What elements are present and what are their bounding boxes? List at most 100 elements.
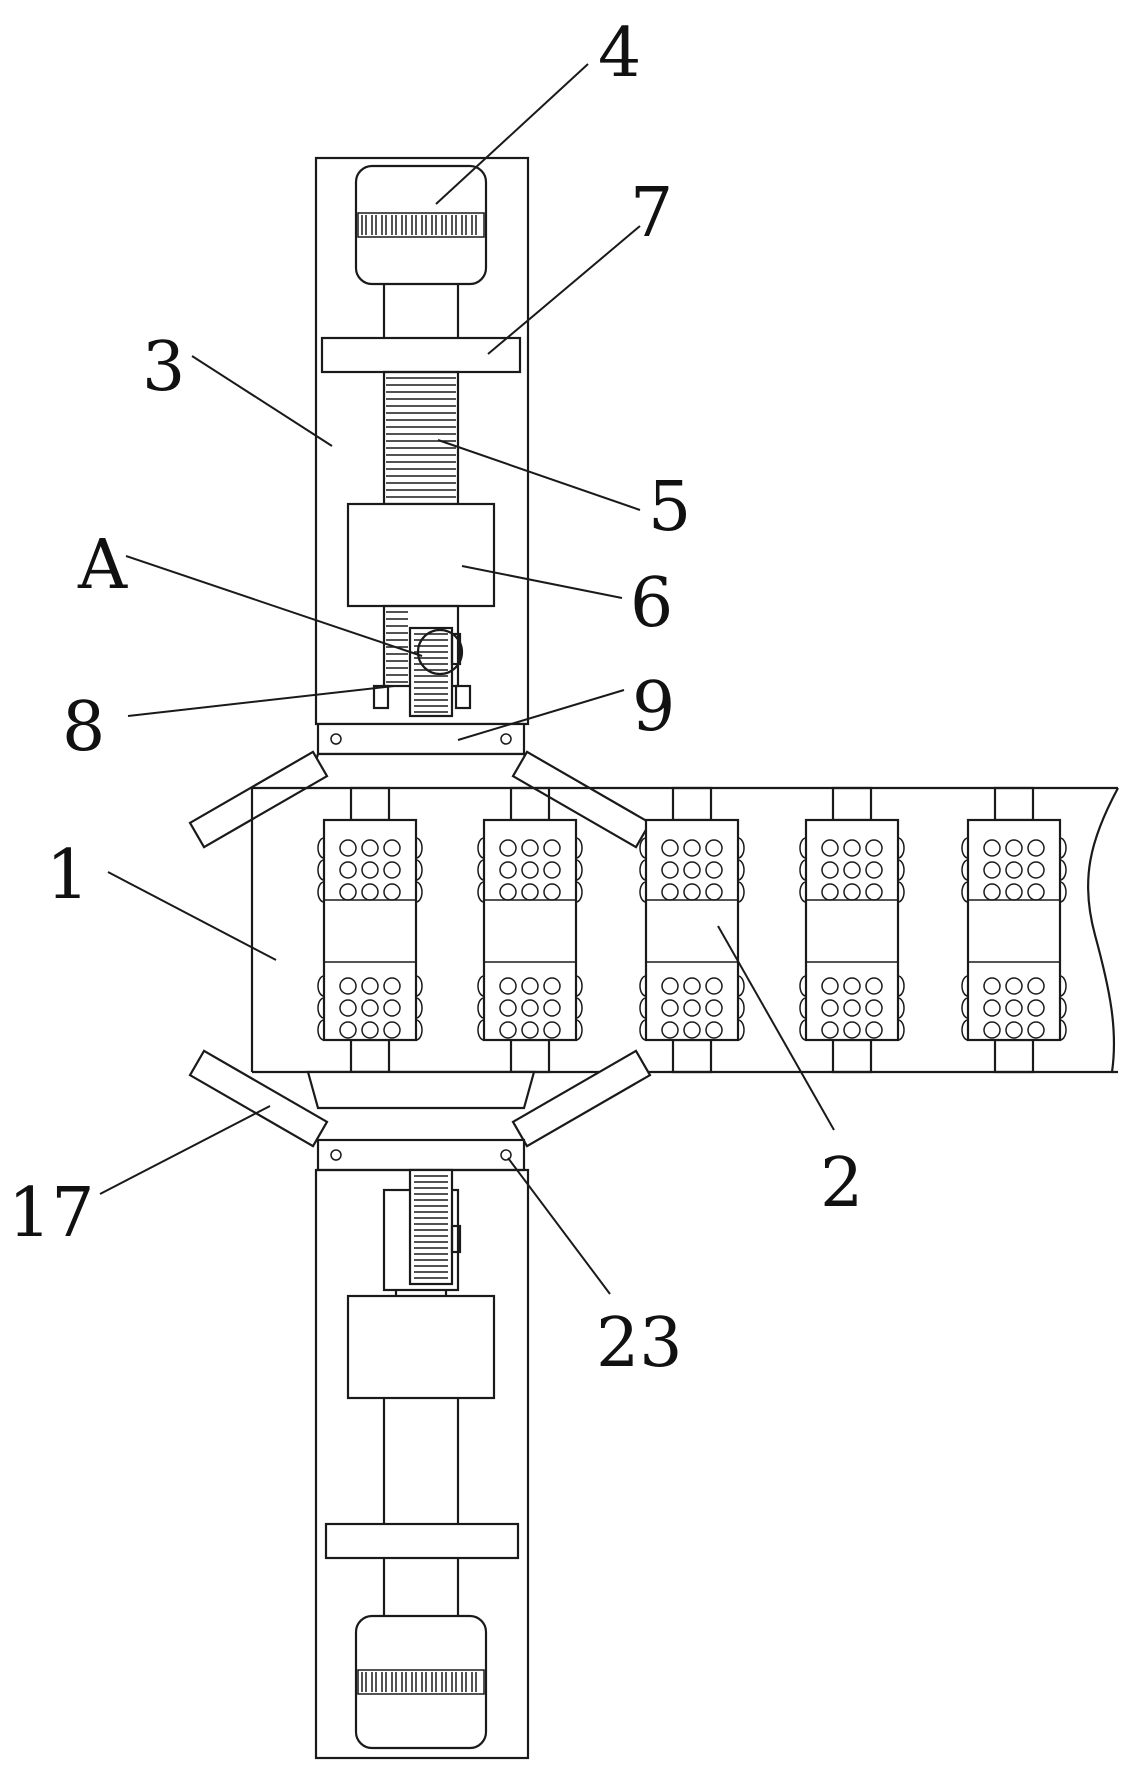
roller-stud bbox=[983, 839, 1001, 857]
roller-stud bbox=[339, 999, 357, 1017]
roller-bump-right bbox=[575, 837, 583, 859]
label-1: 1 bbox=[46, 836, 89, 915]
top-motor bbox=[354, 164, 488, 286]
roller-stud bbox=[843, 977, 861, 995]
leader-3 bbox=[191, 355, 333, 447]
roller-bump-left bbox=[639, 975, 647, 997]
roller-stud bbox=[339, 977, 357, 995]
roller-bump-left bbox=[477, 1019, 485, 1041]
roller-stud bbox=[383, 977, 401, 995]
roller-stud bbox=[865, 861, 883, 879]
roller-bump-left bbox=[961, 859, 969, 881]
roller-stud bbox=[339, 1021, 357, 1039]
roller-stud bbox=[361, 977, 379, 995]
roller-bump-right bbox=[575, 859, 583, 881]
roller-bump-right bbox=[415, 997, 423, 1019]
roller-stud bbox=[1027, 883, 1045, 901]
roller-stud bbox=[521, 883, 539, 901]
roller-stud bbox=[361, 999, 379, 1017]
upper-guide-plate bbox=[306, 752, 536, 790]
lower-nut-block bbox=[346, 1294, 496, 1400]
roller-bump-right bbox=[897, 975, 905, 997]
roller-stud bbox=[543, 861, 561, 879]
roller-bump-left bbox=[639, 1019, 647, 1041]
roller-stud bbox=[683, 861, 701, 879]
roller-stud bbox=[983, 883, 1001, 901]
lower-clamp-bolt-right bbox=[500, 1149, 512, 1161]
roller-bump-right bbox=[575, 975, 583, 997]
roller-stud bbox=[683, 1021, 701, 1039]
roller-bump-left bbox=[317, 1019, 325, 1041]
roller-axle-bottom bbox=[671, 1038, 713, 1074]
roller-bump-right bbox=[575, 881, 583, 903]
roller bbox=[477, 786, 583, 1074]
leader-2 bbox=[717, 925, 835, 1131]
roller-axle-bottom bbox=[509, 1038, 551, 1074]
leader-7 bbox=[487, 225, 641, 355]
roller-bump-right bbox=[415, 859, 423, 881]
roller-bump-left bbox=[317, 975, 325, 997]
roller-stud bbox=[1027, 999, 1045, 1017]
roller-stud bbox=[1027, 1021, 1045, 1039]
roller-bump-right bbox=[415, 1019, 423, 1041]
roller bbox=[961, 786, 1067, 1074]
roller-stud bbox=[339, 861, 357, 879]
lower-right-arm bbox=[511, 1049, 652, 1148]
roller-bump-left bbox=[639, 859, 647, 881]
roller-body bbox=[804, 818, 900, 1042]
roller-stud bbox=[1027, 839, 1045, 857]
roller-stud bbox=[361, 839, 379, 857]
label-3: 3 bbox=[142, 328, 185, 407]
roller-axle-bottom bbox=[349, 1038, 391, 1074]
roller-bump-left bbox=[477, 859, 485, 881]
roller-stud bbox=[521, 1021, 539, 1039]
roller-stud bbox=[499, 1021, 517, 1039]
roller-bump-left bbox=[799, 837, 807, 859]
roller-stud bbox=[361, 883, 379, 901]
roller-bump-right bbox=[415, 975, 423, 997]
roller-stud bbox=[661, 1021, 679, 1039]
roller-stud bbox=[499, 861, 517, 879]
roller-stud bbox=[843, 883, 861, 901]
leader-1 bbox=[107, 871, 277, 961]
roller-stud bbox=[543, 977, 561, 995]
roller-axle-top bbox=[671, 786, 713, 822]
roller-stud bbox=[361, 861, 379, 879]
leader-23 bbox=[507, 1157, 611, 1295]
roller-bump-right bbox=[737, 859, 745, 881]
detail-circle-a bbox=[416, 628, 464, 676]
roller-bump-left bbox=[639, 837, 647, 859]
leader-17 bbox=[99, 1105, 271, 1195]
roller-stud bbox=[821, 883, 839, 901]
roller-stud bbox=[683, 883, 701, 901]
roller-stud bbox=[983, 861, 1001, 879]
roller-stud bbox=[705, 999, 723, 1017]
roller-bump-left bbox=[799, 859, 807, 881]
upper-nut-block bbox=[346, 502, 496, 608]
roller-bump-left bbox=[639, 997, 647, 1019]
lower-gear-pin bbox=[450, 1224, 462, 1254]
roller-bump-left bbox=[477, 997, 485, 1019]
roller-bump-right bbox=[415, 837, 423, 859]
roller-axle-top bbox=[349, 786, 391, 822]
roller-stud bbox=[683, 977, 701, 995]
roller-bump-left bbox=[799, 997, 807, 1019]
roller-bump-left bbox=[477, 975, 485, 997]
roller-stud bbox=[821, 1021, 839, 1039]
roller-stud bbox=[865, 883, 883, 901]
lower-clamp-plate bbox=[316, 1138, 526, 1172]
bottom-motor-coil-ticks bbox=[361, 1672, 477, 1692]
upper-rack-foot-right bbox=[454, 684, 472, 710]
roller-stud bbox=[361, 1021, 379, 1039]
top-bearing-plate bbox=[320, 336, 522, 374]
roller-stud bbox=[843, 1021, 861, 1039]
roller-stud bbox=[705, 1021, 723, 1039]
label-9: 9 bbox=[632, 668, 675, 747]
roller-bump-left bbox=[477, 881, 485, 903]
roller-stud bbox=[1005, 1021, 1023, 1039]
upper-screw-threads bbox=[386, 377, 456, 498]
bottom-bearing-plate bbox=[324, 1522, 520, 1560]
bottom-motor-housing bbox=[354, 1614, 488, 1750]
roller-bump-right bbox=[1059, 1019, 1067, 1041]
